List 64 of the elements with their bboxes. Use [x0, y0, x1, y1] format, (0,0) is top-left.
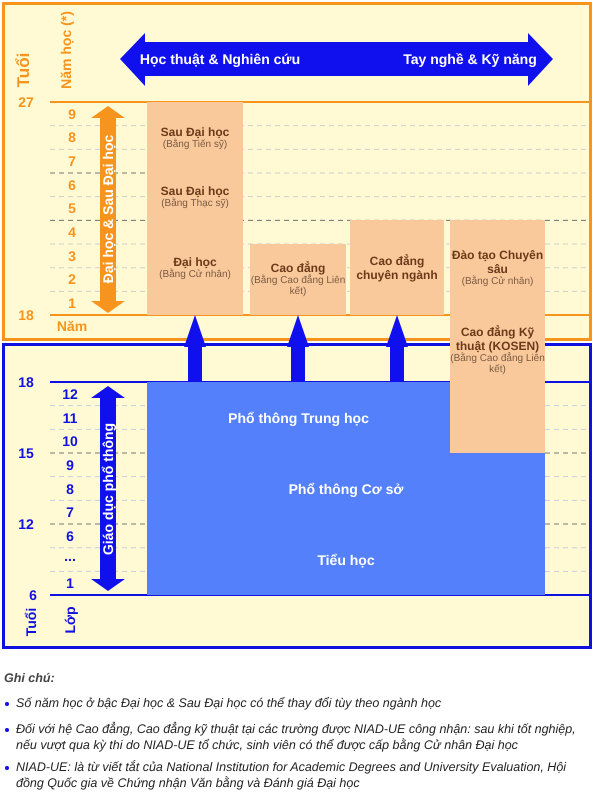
year-number: 7 — [68, 153, 76, 170]
program-name: Cao đẳng Kỹ thuật (KOSEN) — [456, 325, 540, 353]
axis-title: Tuổi — [23, 608, 39, 636]
note-text: NIAD-UE: là từ viết tắt của National Institution for Academic Degrees and University Evaluation, Hội đồng Quốc gia về Chứng nhận Văn bằng và Đánh giá Đại học — [16, 759, 568, 791]
degree-name: (Bằng Cao đẳng Liên kết) — [250, 275, 346, 298]
program-name: Cao đẳng — [270, 261, 326, 276]
grade-number: 7 — [66, 504, 74, 520]
degree-name: (Bằng Thạc sỹ) — [161, 198, 229, 210]
grade-number: 1 — [66, 575, 74, 592]
program-box — [147, 102, 243, 173]
degree-name: (Bằng Cao đẳng Liên kết) — [450, 353, 545, 375]
program-name: Sau Đại học — [160, 125, 230, 139]
program-box — [147, 220, 243, 315]
degree-name: (Bằng Tiến sỹ) — [162, 139, 228, 150]
level-name: Tiểu học — [317, 552, 375, 567]
axis-title: Năm học (*) — [58, 11, 74, 89]
age-tick: 18 — [18, 374, 34, 390]
note-text: Đối với hệ Cao đẳng, Cao đẳng kỹ thuật tại các trường được NIAD-UE công nhận: sau khi tốt nghiệp, nếu vượt qua kỳ thi do NIAD-UE tổ chức, sinh viên có thể được cấp bằng Cử nhân Đại học — [16, 721, 577, 753]
grade-number: ... — [64, 548, 76, 564]
age-tick: 12 — [18, 516, 34, 532]
level-name: Phổ thông Cơ sở — [288, 482, 404, 496]
axis-title: Lớp — [62, 606, 78, 634]
program-name: Cao đẳng chuyên ngành — [355, 254, 439, 282]
degree-name: (Bằng Cử nhân) — [462, 276, 534, 288]
arrow-label: Đại học & Sau Đại học — [100, 134, 116, 283]
grade-number: 12 — [62, 386, 78, 402]
arrow-label: Giáo dục phổ thông — [100, 422, 116, 555]
block-arrow — [287, 315, 309, 382]
block-arrow — [184, 315, 206, 382]
arrow-label: Học thuật & Nghiên cứu — [140, 51, 300, 67]
grade-number: 11 — [62, 410, 78, 426]
year-number: 3 — [68, 248, 76, 264]
year-number: 5 — [68, 200, 76, 216]
program-name: Đại học — [173, 255, 217, 270]
program-box — [350, 220, 444, 315]
program-box — [250, 244, 346, 315]
year-number: 8 — [68, 129, 76, 146]
grade-number: 9 — [66, 456, 74, 473]
program-box — [450, 220, 545, 315]
program-name: Đào tạo Chuyên sâu — [450, 248, 544, 276]
level-name: Phổ thông Trung học — [228, 410, 369, 424]
program-box — [450, 315, 545, 453]
year-number: 1 — [68, 295, 76, 312]
year-number: 4 — [68, 224, 76, 240]
school-level-block — [147, 382, 450, 453]
arrow-label: Tay nghề & Kỹ năng — [403, 51, 537, 67]
grade-number: 6 — [66, 528, 74, 544]
axis-title: Tuổi — [14, 52, 34, 88]
grade-number: 10 — [62, 433, 78, 450]
axis-title: Năm — [56, 318, 88, 334]
age-tick: 27 — [18, 94, 34, 110]
age-tick: 15 — [18, 445, 34, 461]
year-number: 2 — [68, 271, 76, 288]
grade-number: 8 — [66, 480, 74, 496]
note-text: Số năm học ở bậc Đại học & Sau Đại học có thể thay đổi tùy theo ngành học — [16, 695, 442, 711]
school-level-block — [147, 524, 545, 596]
degree-name: (Bằng Cử nhân) — [159, 269, 231, 280]
program-name: Sau Đại học — [160, 184, 230, 198]
block-arrow — [386, 315, 408, 382]
age-tick: 6 — [29, 587, 37, 603]
year-number: 6 — [68, 176, 76, 193]
age-tick: 18 — [18, 307, 34, 323]
year-number: 9 — [68, 106, 76, 122]
notes-heading: Ghi chú: — [4, 670, 55, 686]
